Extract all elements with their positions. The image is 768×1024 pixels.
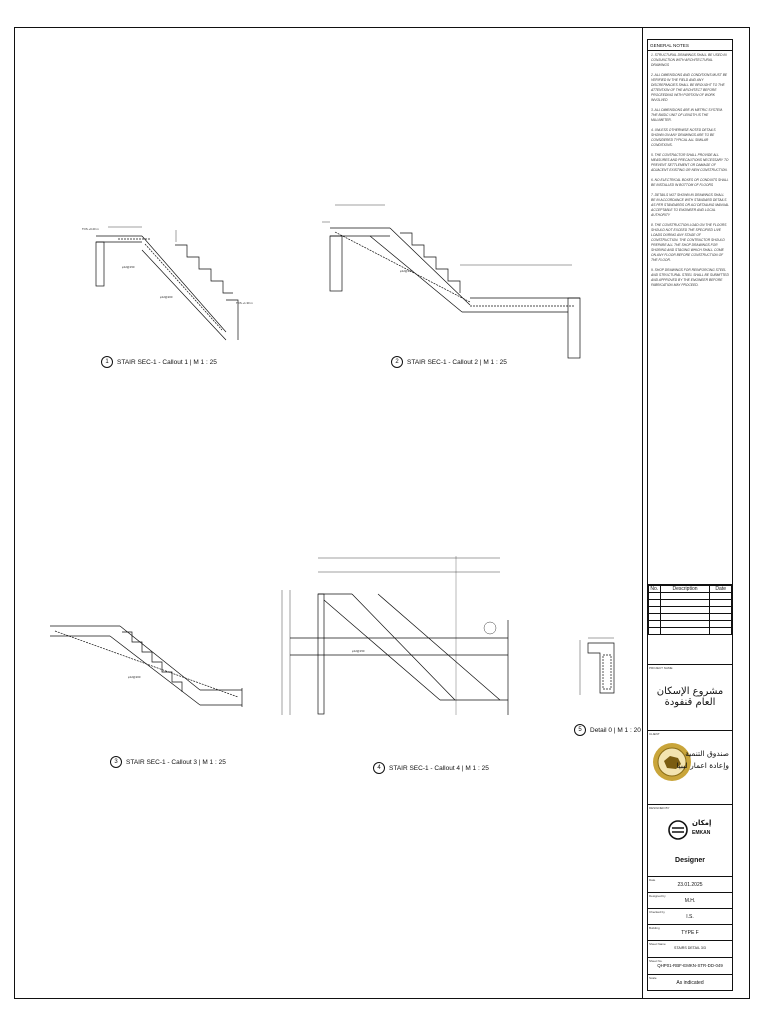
field-label: Building [649,926,660,930]
callout-label: STAIR SEC-1 - Callout 1 | M 1 : 25 [117,358,217,366]
note-item: 6. NO ELECTRICAL BOXES OR CONDUITS SHALL… [651,178,729,187]
rev-header-date: Date [709,585,732,593]
rev-row [648,620,732,628]
rev-row [648,592,732,600]
field-value: 23.01.2025 [677,882,703,888]
general-notes-list: 1. STRUCTURAL DRAWINGS SHALL BE USED IN … [648,51,732,295]
field-checked-by: Checked by I.S. [648,908,732,924]
note-item: 1. STRUCTURAL DRAWINGS SHALL BE USED IN … [651,53,727,67]
client-box: CLIENT صندوق التنمية وإعادة اعمار ليبيا [648,730,732,804]
project-name-value: مشروع الإسكان العام قنفودة [656,686,724,708]
callout-label: STAIR SEC-1 - Callout 3 | M 1 : 25 [126,758,226,766]
stair-section-4 [281,556,509,715]
note-item: 5. THE CONTRACTOR SHALL PROVIDE ALL MEAS… [651,153,729,172]
field-label: Date [649,878,656,882]
client-seal-icon [653,743,691,781]
rev-header-description: Description [659,585,711,593]
rev-row [648,627,732,635]
drawing-sheet-border [14,27,750,999]
client-name-line-1: صندوق التنمية [685,749,729,758]
stair-section-1 [95,226,239,341]
callout-number: 3 [110,756,122,768]
project-name-label: PROJECT NAME [649,666,673,670]
rev-row [648,613,732,621]
callout-4-caption: 4 STAIR SEC-1 - Callout 4 | M 1 : 25 [373,762,489,774]
title-block-frame: GENERAL NOTES 1. STRUCTURAL DRAWINGS SHA… [647,39,733,991]
callout-3-caption: 3 STAIR SEC-1 - Callout 3 | M 1 : 25 [110,756,226,768]
field-value: M.H. [684,898,696,904]
emkan-logo-arabic: إمكان [692,819,712,827]
tos-label-1: TOS +0.20 m [82,227,99,231]
field-label: Sheet No. [649,959,663,963]
emkan-logo-latin: EMKAN [692,830,711,836]
note-item: 4. UNLESS OTHERWISE NOTED DETAILS SHOWN … [651,128,716,147]
rev-row [648,599,732,607]
bar-label-3: φ12@150 [400,269,413,273]
field-designed-by: Designed by M.H. [648,892,732,908]
callout-number: 4 [373,762,385,774]
callout-label: Detail 0 | M 1 : 20 [590,726,641,734]
rev-header-no: No. [648,585,661,593]
field-value: As indicated [676,980,704,986]
field-value: QHP01-RBF-EMKN-STR-DD-049 [657,963,723,968]
field-label: Designed by [649,894,666,898]
callout-number: 1 [101,356,113,368]
client-name-line-2: وإعادة اعمار ليبيا [676,761,729,770]
bar-label-1: φ12@150 [122,265,135,269]
field-date: Date 23.01.2025 [648,876,732,892]
field-value: TYPE F [681,930,699,936]
callout-5-caption: 5 Detail 0 | M 1 : 20 [574,724,641,736]
stair-sections-drawing: TOS +0.20 m TOS +1.30 m φ12@150 φ12@200 … [50,204,615,715]
note-item: 2. ALL DIMENSIONS AND CONDITIONS MUST BE… [651,73,728,102]
field-sheet-name: Sheet Name STAIRS DETAIL 3/3 [648,940,732,957]
callout-number: 5 [574,724,586,736]
designer-box: DESIGNED BY إمكان EMKAN Designer [648,804,732,876]
callout-number: 2 [391,356,403,368]
emkan-logo-icon [668,820,688,840]
stair-section-3 [50,625,243,707]
callout-1-caption: 1 STAIR SEC-1 - Callout 1 | M 1 : 25 [101,356,217,368]
field-scale: Scale As indicated [648,974,732,991]
bar-label-2: φ12@200 [160,295,173,299]
bar-label-5: φ12@150 [352,649,365,653]
field-label: Sheet Name [649,942,666,946]
field-value: STAIRS DETAIL 3/3 [674,946,706,950]
field-building: Building TYPE F [648,924,732,940]
tos-label-2: TOS +1.30 m [236,301,253,305]
field-value: I.S. [686,914,694,920]
project-name-box: PROJECT NAME مشروع الإسكان العام قنفودة [648,664,732,730]
general-notes-title: GENERAL NOTES [648,40,732,51]
title-block: GENERAL NOTES 1. STRUCTURAL DRAWINGS SHA… [642,27,750,999]
callout-label: STAIR SEC-1 - Callout 4 | M 1 : 25 [389,764,489,772]
detail-5 [579,637,615,695]
rev-row [648,606,732,614]
callout-label: STAIR SEC-1 - Callout 2 | M 1 : 25 [407,358,507,366]
revision-table: No. Description Date [648,584,732,635]
designer-label: DESIGNED BY [649,806,670,810]
bar-label-4: φ12@200 [128,675,141,679]
note-item: 3. ALL DIMENSIONS ARE IN METRIC SYSTEM. … [651,108,723,122]
client-label: CLIENT [649,732,660,736]
stair-section-2 [322,204,581,359]
note-item: 9. SHOP DRAWINGS FOR REINFORCING STEEL A… [651,268,729,287]
designer-caption: Designer [675,857,705,864]
field-label: Checked by [649,910,665,914]
callout-2-caption: 2 STAIR SEC-1 - Callout 2 | M 1 : 25 [391,356,507,368]
note-item: 8. THE CONSTRUCTION LOAD ON THE FLOORS S… [651,223,727,262]
field-label: Scale [649,976,657,980]
note-item: 7. DETAILS NOT SHOWN IN DRAWINGS SHALL B… [651,193,729,217]
field-sheet-no: Sheet No. QHP01-RBF-EMKN-STR-DD-049 [648,957,732,974]
